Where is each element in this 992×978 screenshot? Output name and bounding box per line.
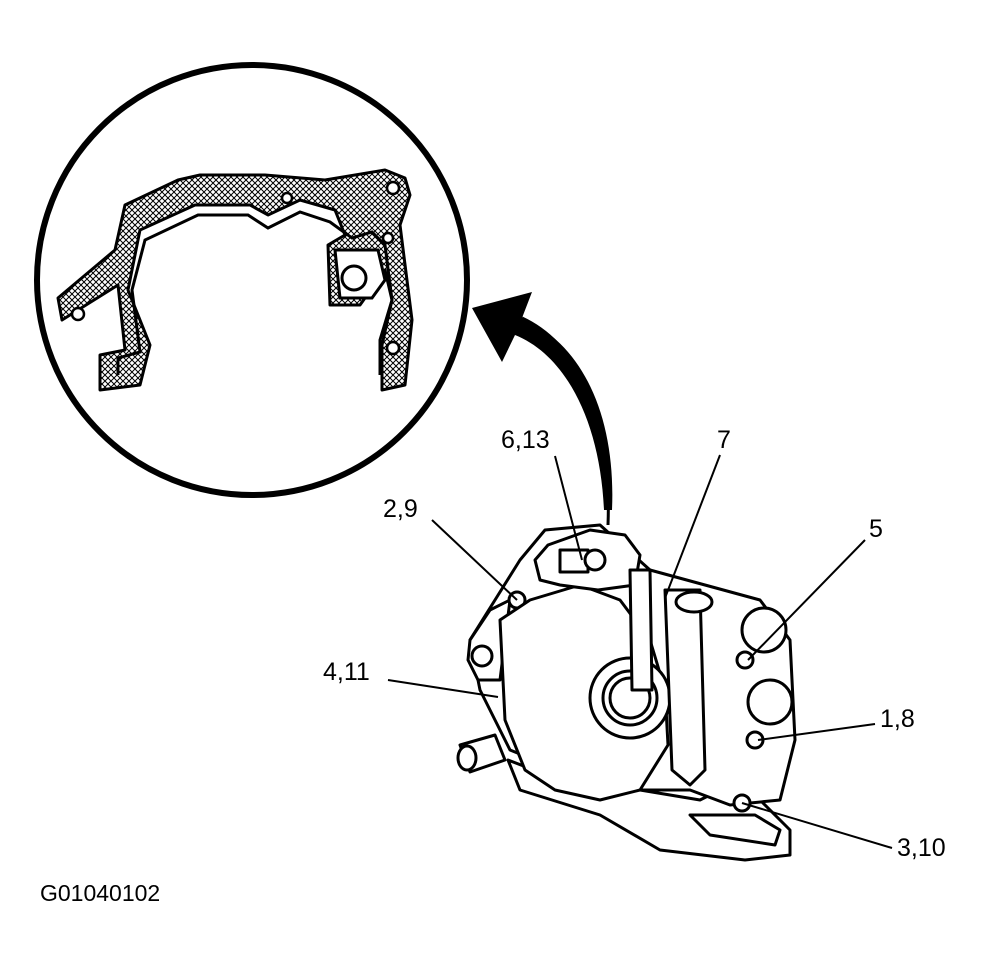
figure-id: G01040102 (40, 880, 161, 906)
gasket-detail-inset (34, 62, 470, 498)
callout-7: 7 (717, 426, 731, 454)
callout-5: 5 (869, 515, 883, 543)
engine-cover-drawing (456, 523, 797, 862)
callout-3-10: 3,10 (897, 834, 946, 862)
callout-4-11: 4,11 (323, 658, 370, 686)
callout-2-9: 2,9 (383, 495, 418, 523)
gasket-outline (56, 168, 414, 392)
callout-6-13: 6,13 (501, 426, 550, 454)
leader-lines (387, 454, 893, 849)
detail-arrow (472, 292, 613, 526)
callout-1-8: 1,8 (880, 705, 915, 733)
